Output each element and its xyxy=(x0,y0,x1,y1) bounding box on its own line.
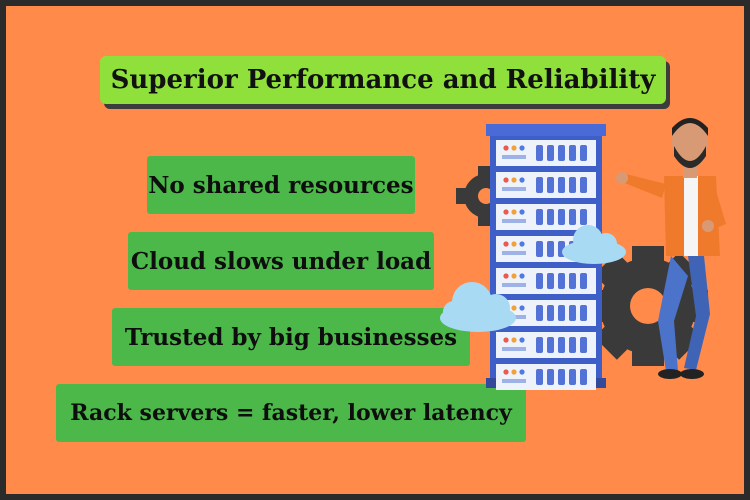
server-slot xyxy=(547,305,554,321)
server-led xyxy=(519,273,525,279)
server-illustration xyxy=(440,118,726,390)
server-slot xyxy=(547,241,554,257)
server-bar xyxy=(502,347,526,351)
server-slot xyxy=(547,177,554,193)
server-slot xyxy=(569,177,576,193)
server-slot xyxy=(547,273,554,289)
server-led xyxy=(511,305,517,311)
server-led xyxy=(511,145,517,151)
server-led xyxy=(511,177,517,183)
server-led xyxy=(503,273,509,279)
server-led xyxy=(511,369,517,375)
server-bar xyxy=(502,155,526,159)
server-led xyxy=(503,145,509,151)
server-bar xyxy=(502,283,526,287)
server-slot xyxy=(580,305,587,321)
server-slot xyxy=(558,337,565,353)
server-slot xyxy=(580,273,587,289)
server-slot xyxy=(569,273,576,289)
server-led xyxy=(519,241,525,247)
server-led xyxy=(511,241,517,247)
point-no-shared-resources: No shared resources xyxy=(147,156,415,214)
server-unit xyxy=(496,364,596,390)
server-led xyxy=(503,177,509,183)
slide-title: Superior Performance and Reliability xyxy=(100,56,666,104)
server-slot xyxy=(580,337,587,353)
man-illustration-icon xyxy=(616,118,726,379)
point-cloud-slows: Cloud slows under load xyxy=(128,232,434,290)
server-slot xyxy=(569,369,576,385)
server-led xyxy=(519,369,525,375)
server-bar xyxy=(502,251,526,255)
server-led xyxy=(519,305,525,311)
server-led xyxy=(511,273,517,279)
server-slot xyxy=(558,145,565,161)
server-slot xyxy=(558,369,565,385)
server-led xyxy=(511,209,517,215)
server-slot xyxy=(569,145,576,161)
server-led xyxy=(519,177,525,183)
server-slot xyxy=(580,177,587,193)
server-unit xyxy=(496,140,596,166)
server-slot xyxy=(569,305,576,321)
server-slot xyxy=(536,145,543,161)
server-bar xyxy=(502,379,526,383)
server-unit xyxy=(496,172,596,198)
server-bar xyxy=(502,219,526,223)
server-slot xyxy=(536,369,543,385)
server-slot xyxy=(536,241,543,257)
server-slot xyxy=(536,273,543,289)
cloud-icon xyxy=(440,282,516,332)
server-slot xyxy=(580,145,587,161)
server-slot xyxy=(547,337,554,353)
server-slot xyxy=(547,369,554,385)
server-unit xyxy=(496,204,596,230)
server-bar xyxy=(502,187,526,191)
server-led xyxy=(519,145,525,151)
server-slot xyxy=(536,209,543,225)
server-led xyxy=(503,209,509,215)
server-slot xyxy=(547,145,554,161)
server-unit xyxy=(496,332,596,358)
server-slot xyxy=(536,177,543,193)
server-slot xyxy=(558,273,565,289)
server-slot xyxy=(558,209,565,225)
server-slot xyxy=(547,209,554,225)
server-slot xyxy=(569,337,576,353)
server-led xyxy=(503,337,509,343)
server-unit xyxy=(496,268,596,294)
server-slot xyxy=(536,337,543,353)
point-rack-servers-faster: Rack servers = faster, lower latency xyxy=(56,384,526,442)
server-slot xyxy=(580,209,587,225)
server-led xyxy=(503,369,509,375)
server-slot xyxy=(558,305,565,321)
cloud-icon xyxy=(562,225,626,264)
server-slot xyxy=(580,369,587,385)
server-slot xyxy=(569,209,576,225)
server-slot xyxy=(536,305,543,321)
server-led xyxy=(511,337,517,343)
server-led xyxy=(503,241,509,247)
point-trusted-businesses: Trusted by big businesses xyxy=(112,308,470,366)
server-slot xyxy=(558,177,565,193)
server-led xyxy=(519,337,525,343)
server-led xyxy=(519,209,525,215)
